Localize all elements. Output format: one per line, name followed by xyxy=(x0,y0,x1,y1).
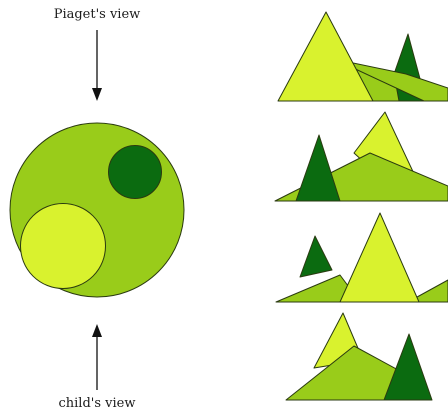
mountain-view-2 xyxy=(275,112,448,201)
mountain-view-1 xyxy=(278,12,448,101)
bottom-arrow xyxy=(92,324,102,390)
top-arrow xyxy=(92,30,102,101)
mountain-view-3 xyxy=(276,213,448,302)
top-view xyxy=(10,123,184,297)
dark-mountain-top xyxy=(109,146,162,199)
light-mountain-top xyxy=(21,204,106,289)
mountain-view-4 xyxy=(286,313,432,400)
